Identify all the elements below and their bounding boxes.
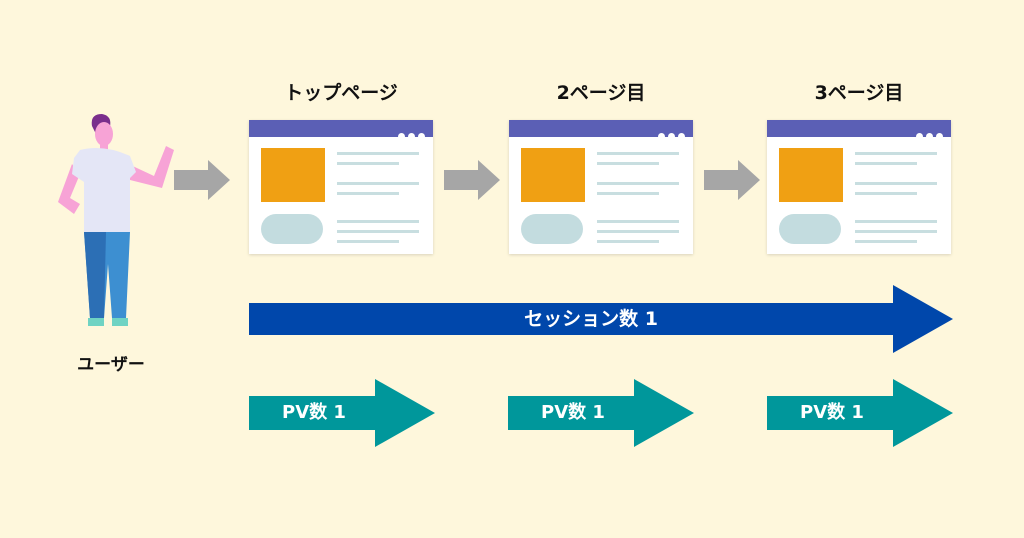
image-placeholder [521,148,585,202]
session-count-label: セッション数 1 [524,308,658,330]
text-line [337,152,419,155]
user-left-arm [58,164,80,214]
user-illustration [58,114,174,326]
text-line [597,192,659,195]
button-placeholder [261,214,323,244]
text-line [337,240,399,243]
browser-title-bar [249,120,433,140]
page-title-top: トップページ [284,82,398,104]
text-line [597,152,679,155]
text-line [597,230,679,233]
text-line [855,182,937,185]
browser-window-top-page [249,120,433,254]
image-placeholder [779,148,843,202]
user-shoe-right [112,318,128,326]
user-shoe-left [88,318,104,326]
text-line [337,192,399,195]
pv-arrow-3 [767,379,953,447]
window-controls-icon [395,125,425,140]
text-line [855,152,937,155]
text-line [337,220,419,223]
text-line [337,162,399,165]
flow-arrow-3 [704,160,760,200]
pv-count-label: PV数 1 [800,402,864,423]
flow-arrow-1 [174,160,230,200]
text-line [337,182,419,185]
text-line [597,240,659,243]
page-title-2: 2ページ目 [556,82,646,104]
button-placeholder [521,214,583,244]
text-line [337,230,419,233]
window-controls-icon [655,125,685,140]
text-line [597,182,679,185]
window-controls-icon [913,125,943,140]
text-line [855,220,937,223]
flow-arrow-2 [444,160,500,200]
pv-count-label: PV数 1 [282,402,346,423]
image-placeholder [261,148,325,202]
user-label: ユーザー [77,355,145,375]
pv-count-label: PV数 1 [541,402,605,423]
text-line [597,162,659,165]
page-title-3: 3ページ目 [814,82,904,104]
pv-arrow-2 [508,379,694,447]
browser-window-page-2 [509,120,693,254]
text-line [855,230,937,233]
user-shirt [72,148,136,234]
pv-arrow-1 [249,379,435,447]
browser-title-bar [509,120,693,140]
text-line [855,162,917,165]
user-head [95,122,113,146]
text-line [597,220,679,223]
user-raised-arm [124,146,174,188]
browser-window-page-3 [767,120,951,254]
button-placeholder [779,214,841,244]
browser-title-bar [767,120,951,140]
session-arrow [249,285,953,353]
text-line [855,240,917,243]
text-line [855,192,917,195]
